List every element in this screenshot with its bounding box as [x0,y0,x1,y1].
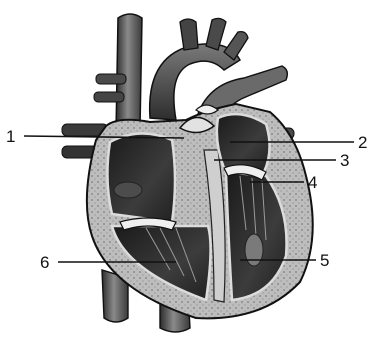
left-atrium [217,114,270,172]
left-papillary-muscle [245,234,263,266]
superior-vena-cava [116,14,142,132]
callout-label-2: 2 [358,133,367,152]
callout-label-6: 6 [40,253,49,272]
callout-label-1: 1 [6,127,15,146]
fossa-ovalis [114,182,142,198]
right-atrium [107,133,175,222]
right-pulmonary-artery-branch-2 [94,92,124,102]
callout-label-4: 4 [308,173,317,192]
brachiocephalic-artery [180,19,198,50]
callout-label-3: 3 [340,151,349,170]
right-pulmonary-artery-branch [96,74,126,84]
callout-label-5: 5 [320,251,329,270]
